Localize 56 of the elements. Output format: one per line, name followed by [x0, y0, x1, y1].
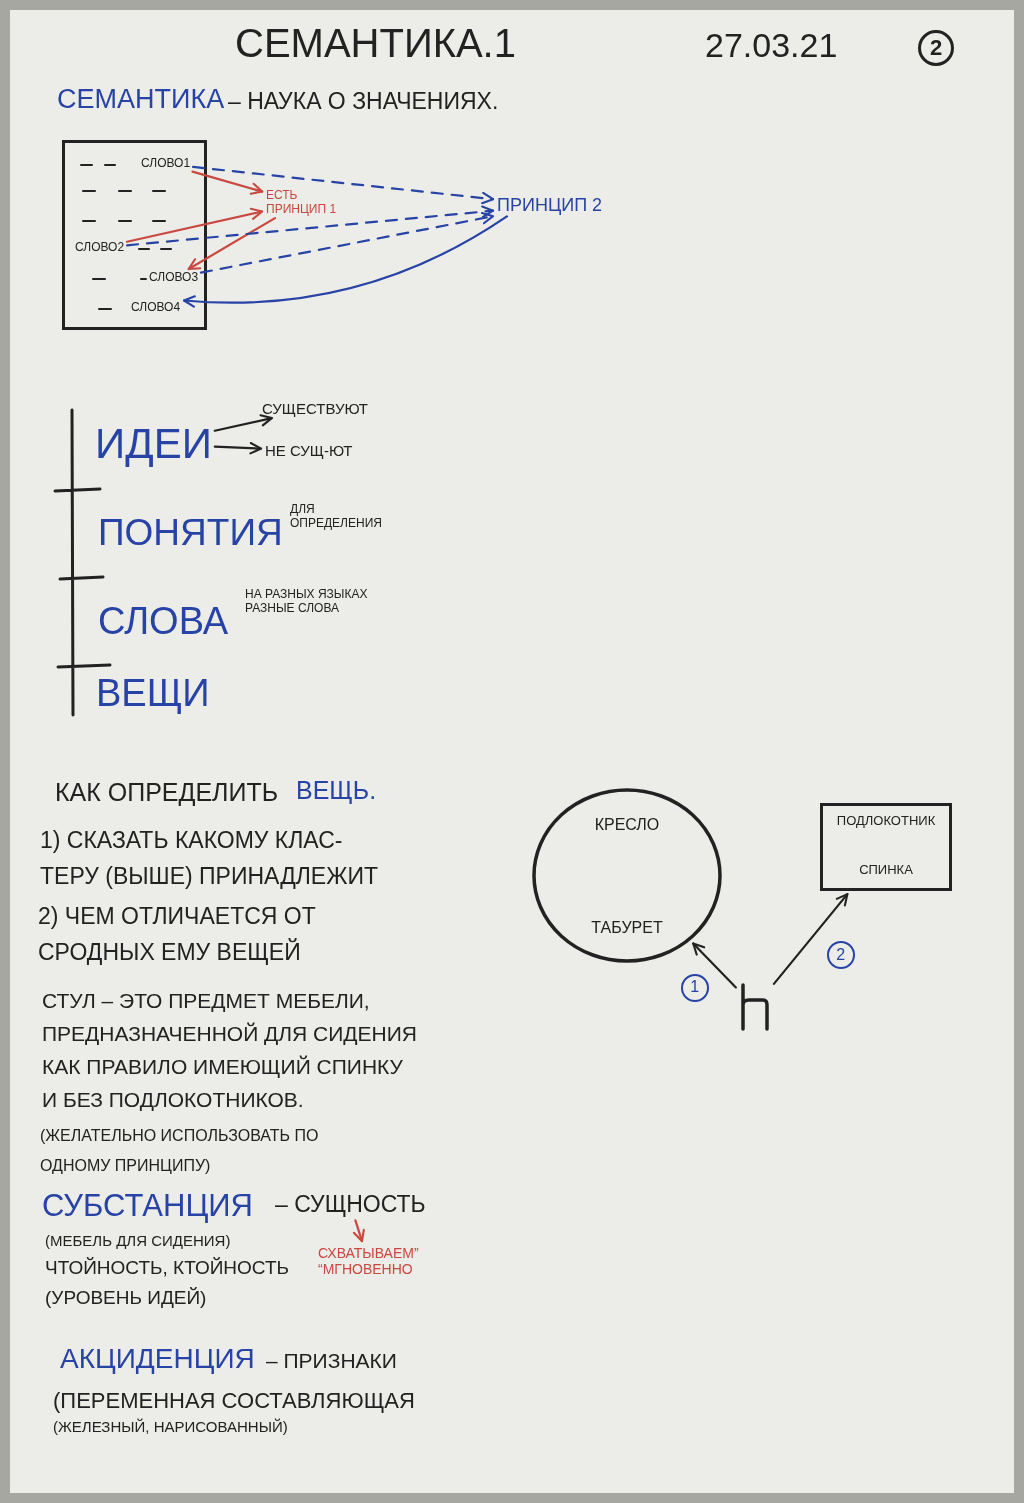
- word-label: КРЕСЛО: [594, 816, 660, 835]
- word-label: ТАБУРЕТ: [591, 918, 663, 937]
- heading-text: КАК ОПРЕДЕЛИТЬ: [55, 778, 279, 807]
- arrow: [352, 1219, 365, 1243]
- list-item: 2) ЧЕМ ОТЛИЧАЕТСЯ ОТ СРОДНЫХ ЕМУ ВЕЩЕЙ: [38, 902, 316, 967]
- dashed-arrow: [199, 212, 495, 274]
- date-text: 27.03.21: [705, 26, 838, 66]
- definition-text: – НАУКА О ЗНАЧЕНИЯХ.: [228, 88, 499, 115]
- rectangle-frame: [820, 803, 952, 891]
- arrow: [213, 441, 263, 455]
- word-label: СЛОВО4: [131, 301, 181, 315]
- note-text: (МЕБЕЛЬ ДЛЯ СИДЕНИЯ): [45, 1232, 231, 1250]
- arrow: [125, 207, 264, 243]
- circled-page-number: 2: [918, 30, 954, 66]
- note-text: НА РАЗНЫХ ЯЗЫКАХ РАЗНЫЕ СЛОВА: [245, 588, 368, 616]
- note-text: (ЖЕЛЕЗНЫЙ, НАРИСОВАННЫЙ): [53, 1418, 288, 1436]
- list-item: 1) СКАЗАТЬ КАКОМУ КЛАС- ТЕРУ (ВЫШЕ) ПРИНАДЛЕЖИТ: [40, 826, 378, 891]
- note-text: НЕ СУЩ-ЮТ: [265, 442, 353, 460]
- definition-paragraph: СТУЛ – ЭТО ПРЕДМЕТ МЕБЕЛИ, ПРЕДНАЗНАЧЕННОЙ ДЛЯ СИДЕНИЯ КАК ПРАВИЛО ИМЕЮЩИЙ СПИНКУ И БЕЗ ПОДЛОКОТНИКОВ.: [42, 988, 417, 1113]
- dashed-arrow: [126, 205, 495, 247]
- level-heading: СЛОВА: [98, 600, 229, 644]
- note-text: СУЩЕСТВУЮТ: [262, 400, 368, 418]
- note-text: СХВАТЫВАЕМ” “МГНОВЕННО: [318, 1245, 419, 1278]
- arrow: [182, 215, 508, 308]
- word-label: СПИНКА: [859, 863, 913, 878]
- principle-label: ЕСТЬ ПРИНЦИП 1: [266, 189, 337, 217]
- note-text: (УРОВЕНЬ ИДЕЙ): [45, 1287, 207, 1309]
- word-label: СЛОВО2: [75, 241, 125, 255]
- definition-text: – СУЩНОСТЬ: [275, 1191, 426, 1218]
- note-text: (ЖЕЛАТЕЛЬНО ИСПОЛЬЗОВАТЬ ПО ОДНОМУ ПРИНЦИПУ): [40, 1126, 319, 1176]
- note-text: ЧТОЙНОСТЬ, КТОЙНОСТЬ: [45, 1257, 289, 1279]
- arrow: [191, 170, 264, 195]
- dashed-arrow: [192, 165, 495, 205]
- term-heading: СУБСТАНЦИЯ: [42, 1188, 253, 1224]
- list-frame: [62, 140, 207, 330]
- principle-label: ПРИНЦИП 2: [497, 195, 603, 216]
- note-text: (ПЕРЕМЕННАЯ СОСТАВЛЯЮЩАЯ: [53, 1388, 415, 1414]
- term-heading: ВЕЩЬ.: [296, 776, 377, 805]
- word-label: ПОДЛОКОТНИК: [836, 814, 936, 829]
- term-heading: АКЦИДЕНЦИЯ: [60, 1343, 255, 1376]
- arrow: [213, 414, 273, 432]
- level-heading: ИДЕИ: [95, 420, 212, 469]
- arrow: [772, 893, 849, 985]
- page-title: СЕМАНТИКА.1: [235, 20, 516, 66]
- term-heading: СЕМАНТИКА: [57, 84, 225, 116]
- circled-number: 2: [826, 941, 855, 969]
- circled-number: 1: [680, 973, 709, 1002]
- arrow: [692, 942, 737, 989]
- word-label: СЛОВО3: [149, 271, 199, 285]
- chair-drawing: [738, 983, 772, 1031]
- level-heading: ПОНЯТИЯ: [98, 512, 283, 555]
- note-text: ДЛЯ ОПРЕДЕЛЕНИЯ: [290, 503, 382, 531]
- word-label: СЛОВО1: [141, 157, 191, 171]
- level-heading: ВЕЩИ: [96, 672, 210, 716]
- definition-text: – ПРИЗНАКИ: [266, 1349, 397, 1374]
- arrow: [187, 217, 277, 271]
